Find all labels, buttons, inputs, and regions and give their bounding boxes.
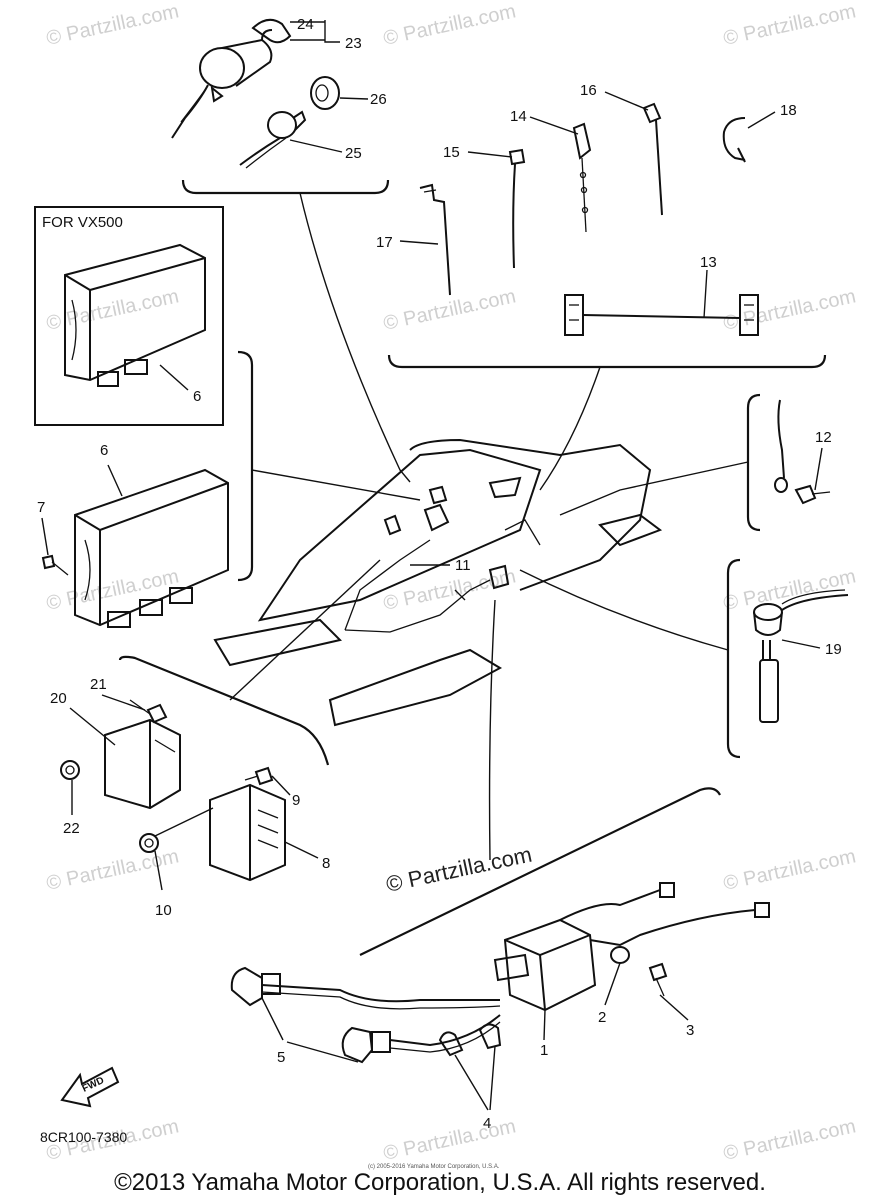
callout-2: 2 bbox=[598, 1009, 606, 1026]
callout-14: 14 bbox=[510, 108, 527, 125]
cable-clamp-group bbox=[387, 102, 827, 369]
callout-18: 18 bbox=[780, 102, 797, 119]
main-switch-assembly bbox=[171, 18, 390, 195]
callout-13: 13 bbox=[700, 254, 717, 271]
forward-arrow-icon: FWD bbox=[60, 1066, 120, 1108]
leader-lines bbox=[229, 192, 749, 861]
ground-lead-group bbox=[746, 393, 831, 532]
callout-24: 24 bbox=[297, 16, 314, 33]
watermarks: © Partzilla.com © Partzilla.com © Partzi… bbox=[44, 0, 857, 1165]
callout-11: 11 bbox=[455, 557, 471, 574]
svg-text:© Partzilla.com: © Partzilla.com bbox=[381, 0, 517, 50]
svg-text:© Partzilla.com: © Partzilla.com bbox=[381, 1115, 517, 1165]
callout-6a: 6 bbox=[193, 388, 201, 405]
svg-text:FWD: FWD bbox=[81, 1075, 106, 1095]
sensor-group bbox=[726, 558, 849, 759]
callout-22: 22 bbox=[63, 820, 80, 837]
callout-10: 10 bbox=[155, 902, 172, 919]
callout-9: 9 bbox=[292, 792, 300, 809]
small-copyright: (c) 2005-2016 Yamaha Motor Corporation, … bbox=[368, 1164, 500, 1170]
rectifier-regulator-group bbox=[60, 655, 330, 882]
svg-text:© Partzilla.com: © Partzilla.com bbox=[721, 845, 857, 895]
callout-6b: 6 bbox=[100, 442, 108, 459]
callout-19: 19 bbox=[825, 641, 842, 658]
callout-20: 20 bbox=[50, 690, 67, 707]
svg-text:© Partzilla.com: © Partzilla.com bbox=[721, 1115, 857, 1165]
svg-text:FOR VX500: FOR VX500 bbox=[42, 214, 123, 231]
svg-text:© Partzilla.com: © Partzilla.com bbox=[44, 0, 180, 50]
callout-12: 12 bbox=[815, 429, 832, 446]
svg-text:© Partzilla.com: © Partzilla.com bbox=[721, 0, 857, 50]
callout-7: 7 bbox=[37, 499, 45, 516]
svg-text:© Partzilla.com: © Partzilla.com bbox=[44, 845, 180, 895]
center-watermark: © Partzilla.com bbox=[384, 842, 534, 897]
callout-5: 5 bbox=[277, 1049, 285, 1066]
drawing-code: 8CR100-7380 bbox=[40, 1129, 127, 1145]
callout-3: 3 bbox=[686, 1022, 694, 1039]
callout-25: 25 bbox=[345, 145, 362, 162]
cdi-unit bbox=[41, 350, 254, 628]
callout-4: 4 bbox=[483, 1115, 491, 1132]
callout-1: 1 bbox=[540, 1042, 548, 1059]
vx500-variant-box: FOR VX500 bbox=[34, 206, 224, 426]
snowmobile-frame bbox=[213, 438, 663, 727]
callout-numbers: 24 23 26 25 15 14 16 18 17 13 6 6 7 12 1… bbox=[37, 16, 842, 1132]
ignition-coil-group bbox=[230, 787, 770, 1064]
callout-leaders bbox=[41, 20, 823, 1111]
callout-8: 8 bbox=[322, 855, 330, 872]
svg-text:© Partzilla.com: © Partzilla.com bbox=[721, 285, 857, 335]
callout-15: 15 bbox=[443, 144, 460, 161]
copyright-notice: ©2013 Yamaha Motor Corporation, U.S.A. A… bbox=[114, 1169, 766, 1196]
callout-17: 17 bbox=[376, 234, 393, 251]
callout-21: 21 bbox=[90, 676, 107, 693]
callout-23: 23 bbox=[345, 35, 362, 52]
callout-26: 26 bbox=[370, 91, 387, 108]
callout-16: 16 bbox=[580, 82, 597, 99]
